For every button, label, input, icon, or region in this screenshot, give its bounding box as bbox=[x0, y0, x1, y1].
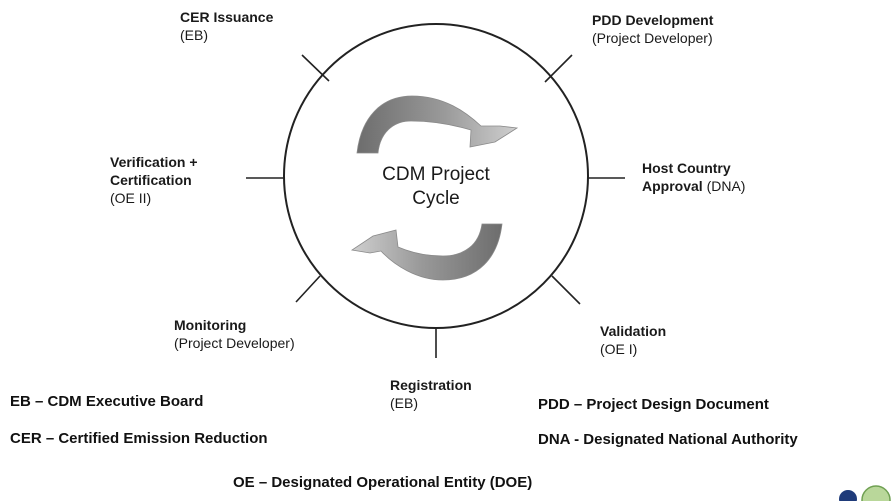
stage-validation: Validation (OE I) bbox=[600, 322, 666, 358]
stage-verification-certification: Verification + Certification (OE II) bbox=[110, 153, 198, 207]
stage-actor: (OE II) bbox=[110, 190, 152, 206]
stage-cer-issuance: CER Issuance (EB) bbox=[180, 8, 273, 44]
stage-title-line2: Approval bbox=[642, 178, 703, 194]
legend-cer: CER – Certified Emission Reduction bbox=[10, 430, 268, 447]
stage-actor: (DNA) bbox=[702, 178, 746, 194]
legend-oe: OE – Designated Operational Entity (DOE) bbox=[233, 474, 533, 491]
stage-title-line1: Verification + bbox=[110, 154, 198, 170]
stage-registration: Registration (EB) bbox=[390, 376, 472, 412]
stage-title: Registration bbox=[390, 377, 472, 393]
stage-actor: (Project Developer) bbox=[592, 30, 713, 46]
legend-pdd: PDD – Project Design Document bbox=[538, 396, 769, 413]
stage-actor: (EB) bbox=[390, 395, 418, 411]
legend-eb: EB – CDM Executive Board bbox=[10, 393, 204, 410]
stage-title: CER Issuance bbox=[180, 9, 274, 25]
stage-actor: (Project Developer) bbox=[174, 335, 295, 351]
stage-title: PDD Development bbox=[592, 12, 714, 28]
stage-title: Monitoring bbox=[174, 317, 247, 333]
spoke-pdd bbox=[544, 54, 573, 83]
stage-monitoring: Monitoring (Project Developer) bbox=[174, 316, 295, 352]
spoke-monitoring bbox=[295, 275, 321, 303]
stage-title-line1: Host Country bbox=[642, 160, 731, 176]
center-line2: Cycle bbox=[412, 188, 460, 209]
top-cycle-arrow bbox=[356, 95, 519, 154]
stage-actor: (EB) bbox=[180, 27, 208, 43]
center-label: CDM Project Cycle bbox=[366, 163, 506, 211]
logo-dot bbox=[839, 490, 857, 501]
stage-host-country-approval: Host Country Approval (DNA) bbox=[642, 159, 745, 195]
spoke-validation bbox=[551, 275, 581, 305]
bottom-cycle-arrow bbox=[350, 223, 503, 281]
stage-pdd-development: PDD Development (Project Developer) bbox=[592, 11, 713, 47]
logo-globe bbox=[861, 485, 891, 501]
stage-title: Validation bbox=[600, 323, 667, 339]
stage-title-line2: Certification bbox=[110, 172, 192, 188]
center-line1: CDM Project bbox=[382, 164, 490, 185]
legend-dna: DNA - Designated National Authority bbox=[538, 431, 798, 448]
stage-actor: (OE I) bbox=[600, 341, 638, 357]
spoke-issuance bbox=[301, 54, 330, 82]
